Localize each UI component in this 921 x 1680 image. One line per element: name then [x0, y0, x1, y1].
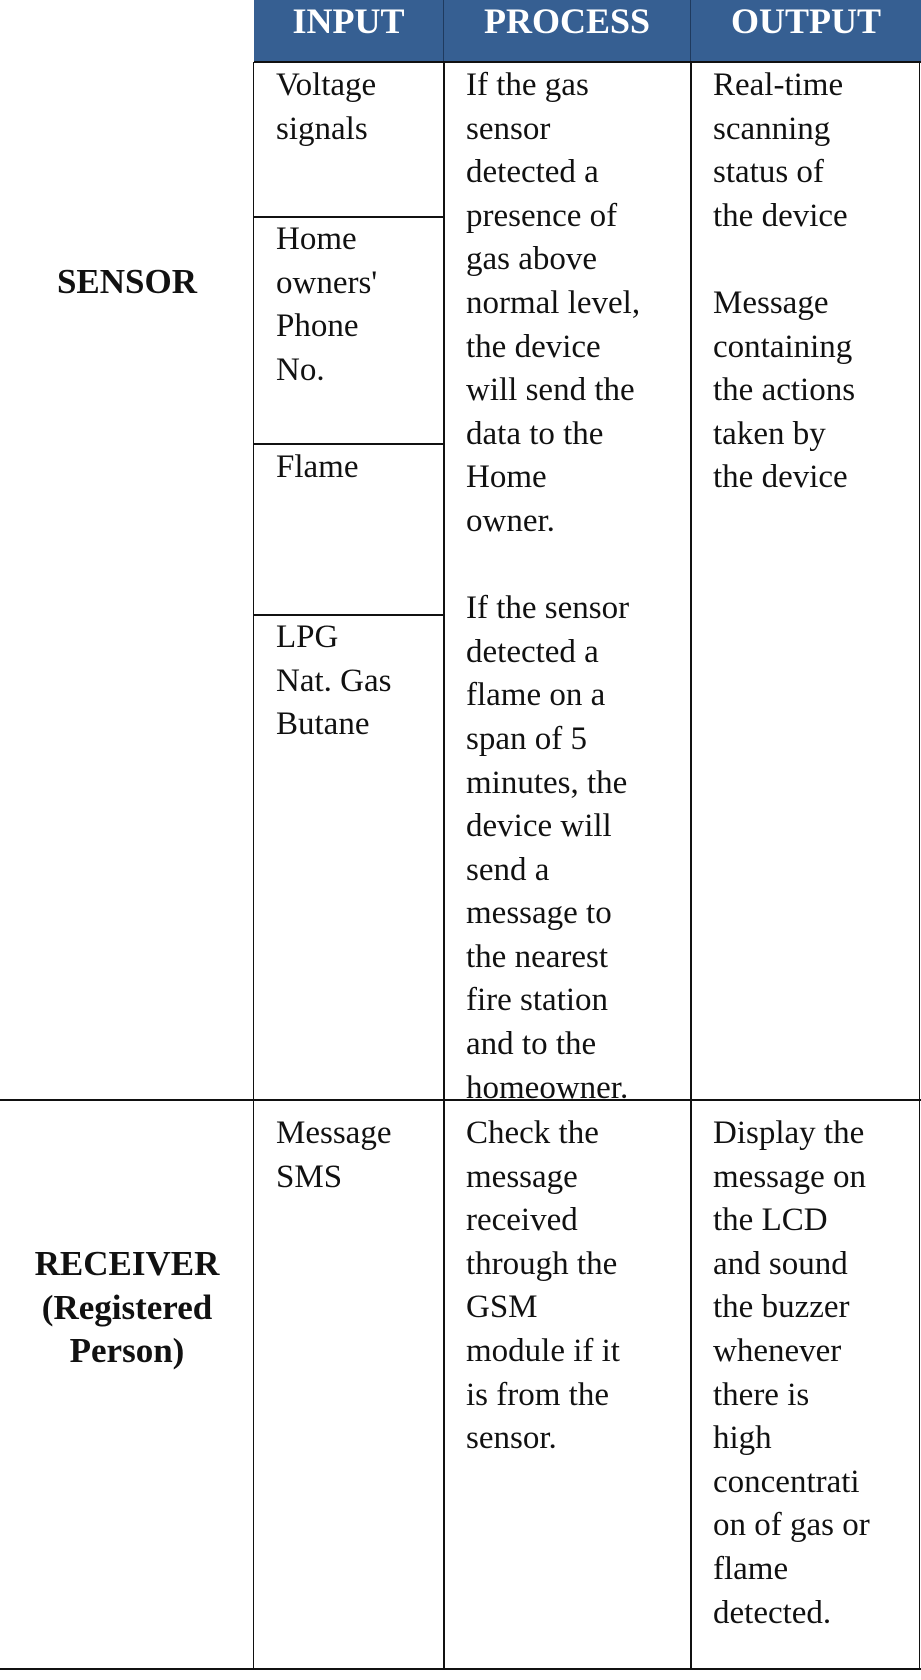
- input-gas-types: LPG Nat. Gas Butane: [276, 619, 392, 743]
- input-divider: [254, 614, 443, 616]
- header-output: OUTPUT: [690, 0, 921, 62]
- column-divider: [690, 62, 692, 1669]
- table-right-border: [919, 62, 920, 1669]
- header-process: PROCESS: [443, 0, 690, 62]
- input-voltage-signals: Voltage signals: [276, 67, 377, 147]
- output-receiver: Display the message on the LCD and sound…: [713, 1115, 870, 1631]
- process-sensor: If the gas sensor detected a presence of…: [466, 67, 641, 1106]
- input-message-sms: Message SMS: [276, 1115, 392, 1195]
- input-phone-number: Home owners' Phone No.: [276, 221, 378, 388]
- row-label-receiver: RECEIVER (Registered Person): [34, 1244, 220, 1371]
- header-input: INPUT: [254, 0, 443, 62]
- input-divider: [254, 216, 443, 218]
- input-flame: Flame: [276, 449, 359, 485]
- table-bottom-border: [0, 1668, 921, 1670]
- header-bottom-border: [254, 61, 921, 63]
- column-divider: [253, 62, 254, 1669]
- output-sensor: Real-time scanning status of the device …: [713, 67, 856, 496]
- row-divider: [0, 1099, 921, 1101]
- row-label-sensor: SENSOR: [56, 262, 198, 301]
- process-receiver: Check the message received through the G…: [466, 1115, 620, 1457]
- input-divider: [254, 443, 443, 445]
- column-divider: [443, 62, 445, 1669]
